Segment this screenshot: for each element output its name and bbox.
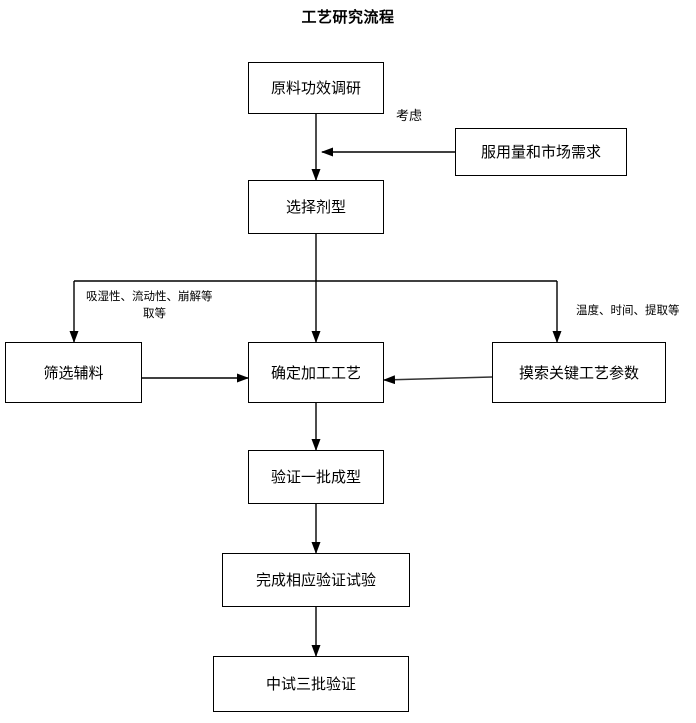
node-verify-one-batch-label: 验证一批成型 [270,468,361,486]
node-select-dosage-form-label: 选择剂型 [285,198,346,216]
edge-label-right-branch: 温度、时间、提取等 [576,303,680,317]
node-determine-process[interactable]: 确定加工工艺 [248,342,384,403]
node-dosage-demand-label: 服用量和市场需求 [480,143,601,161]
connector-explore-parameters-to-determine-process [383,375,493,385]
node-raw-material[interactable]: 原料功效调研 [248,62,384,114]
node-raw-material-label: 原料功效调研 [270,79,361,97]
node-complete-validation[interactable]: 完成相应验证试验 [222,553,410,607]
edge-label-left-branch-line1: 吸湿性、流动性、崩解等 [86,289,213,303]
node-select-dosage-form[interactable]: 选择剂型 [248,180,384,234]
node-determine-process-label: 确定加工工艺 [270,363,361,382]
page-title: 工艺研究流程 [301,8,395,26]
node-pilot-three-batch[interactable]: 中试三批验证 [213,656,409,712]
node-dosage-demand[interactable]: 服用量和市场需求 [455,128,627,176]
edge-label-left-branch-line2: 取等 [143,306,166,320]
edge-label-consider: 考虑 [396,109,423,124]
node-pilot-three-batch-label: 中试三批验证 [265,675,356,693]
node-explore-parameters-label: 摸索关键工艺参数 [518,363,639,382]
node-explore-parameters[interactable]: 摸索关键工艺参数 [492,342,666,403]
node-screen-excipients-label: 筛选辅料 [43,363,104,382]
node-screen-excipients[interactable]: 筛选辅料 [5,342,142,403]
node-verify-one-batch[interactable]: 验证一批成型 [248,450,384,504]
node-complete-validation-label: 完成相应验证试验 [255,571,376,589]
